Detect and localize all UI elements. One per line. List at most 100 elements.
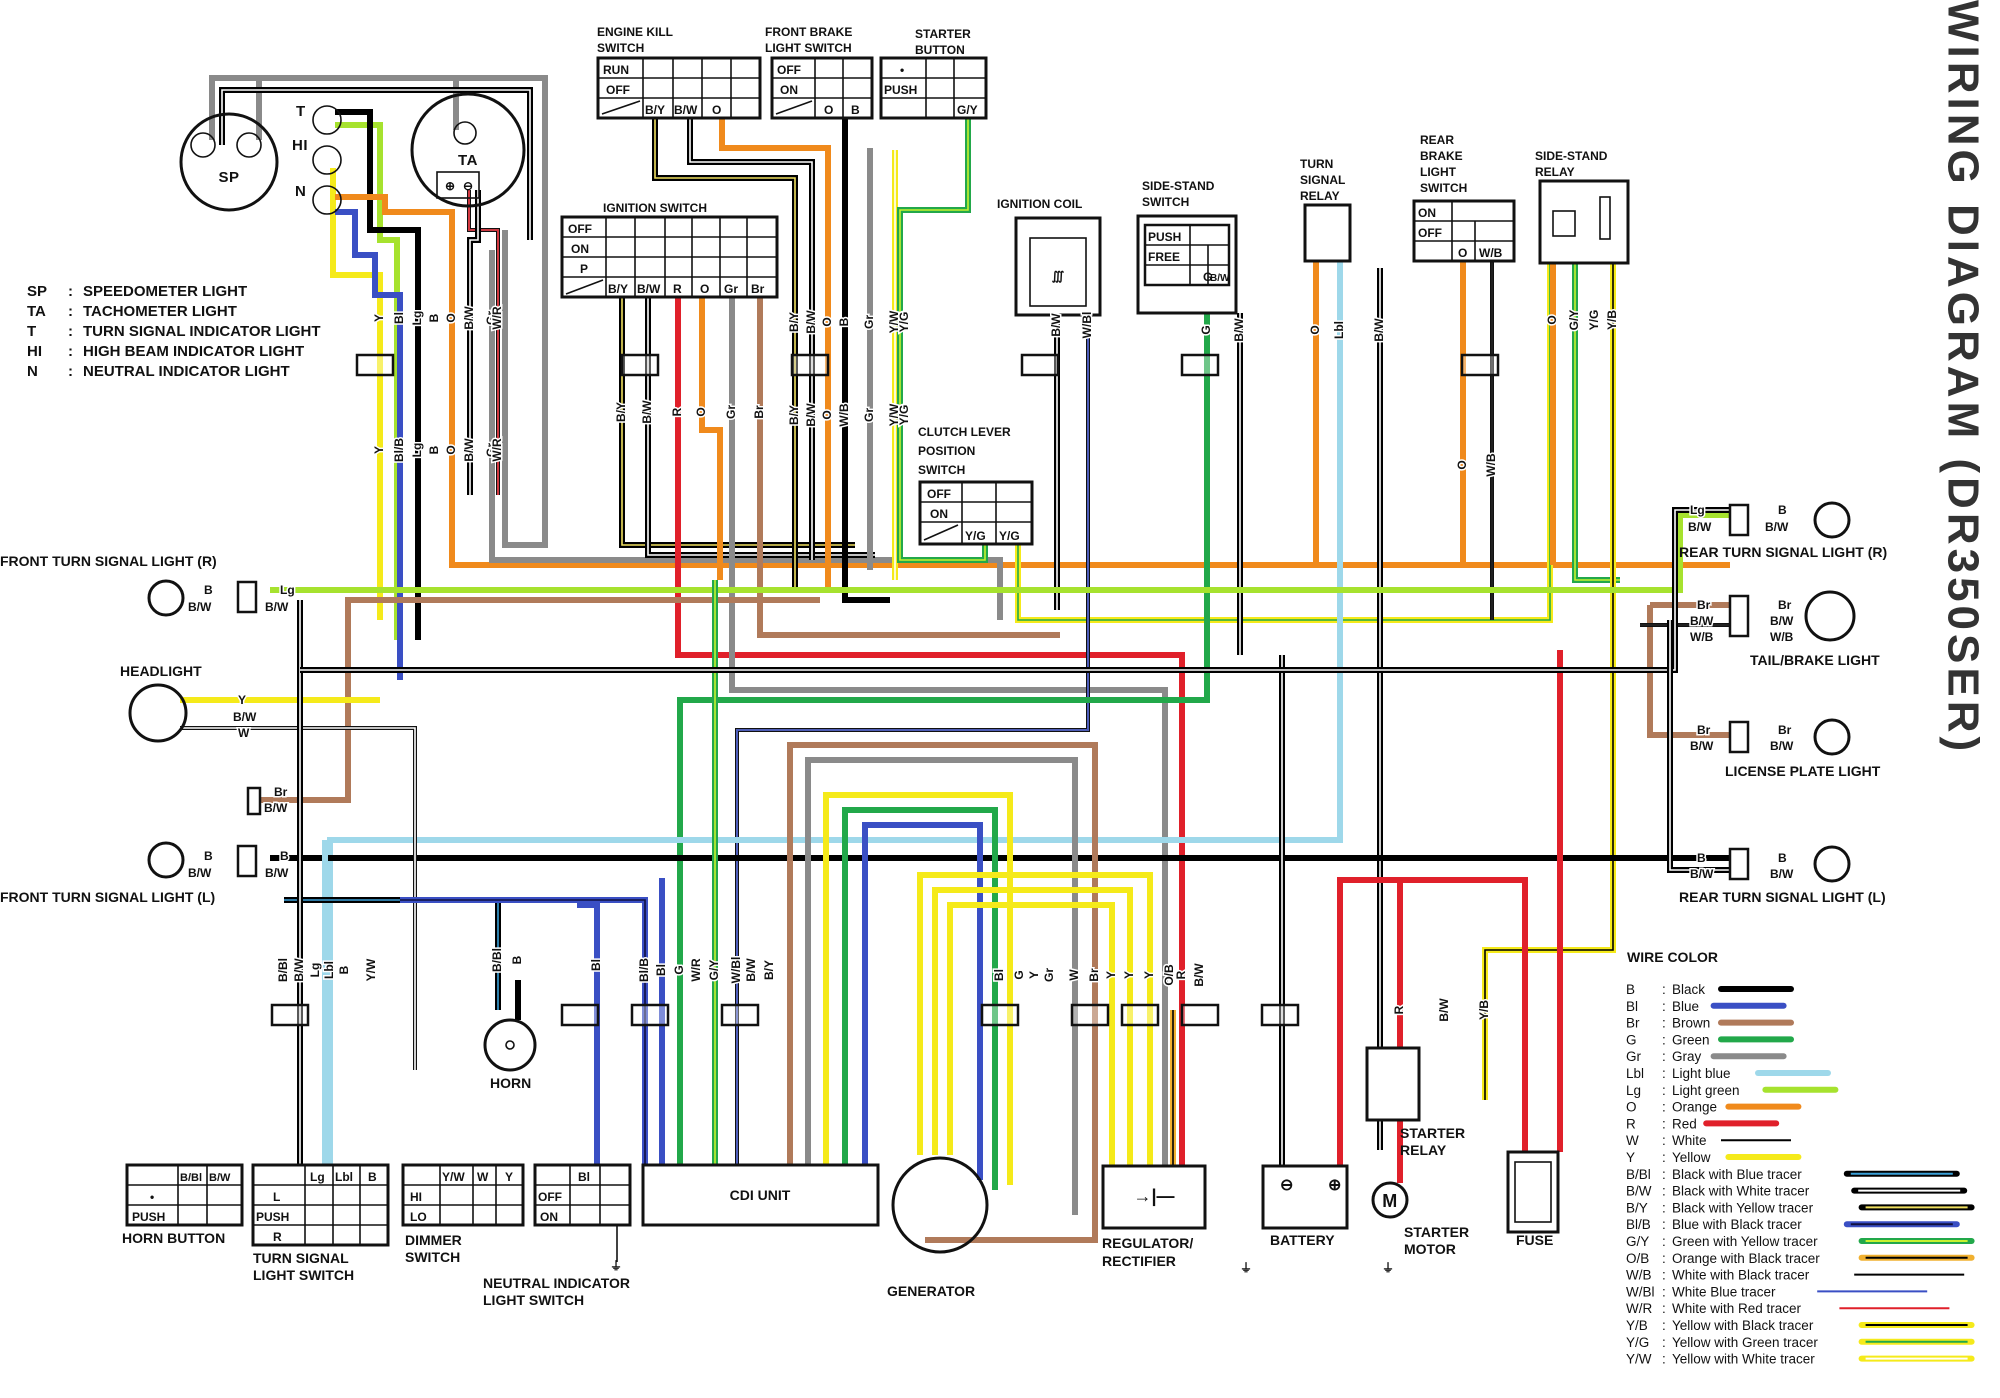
- legend-colon: :: [1662, 982, 1666, 997]
- wire-tag: B/W: [188, 600, 212, 614]
- front-brake-title: FRONT BRAKE: [765, 25, 852, 39]
- row-label: P: [580, 262, 588, 276]
- wire-tag: O: [820, 410, 834, 419]
- wire-tag: G/Y: [1567, 310, 1581, 331]
- bulb-icon: [147, 579, 185, 617]
- legend-item: Gr:Gray: [1626, 1049, 1787, 1064]
- cdi-label: CDI UNIT: [730, 1187, 791, 1203]
- wire-tag: Gr: [1042, 968, 1056, 982]
- wire-g: [842, 807, 998, 1190]
- legend-colon: :: [1662, 1100, 1666, 1115]
- wire-tag: B: [427, 445, 441, 454]
- clutch-title: CLUTCH LEVER: [918, 425, 1011, 439]
- rear-brake-title2: BRAKE: [1420, 149, 1463, 163]
- wire-tag: Y/G: [1587, 310, 1601, 331]
- wire-tag: Y: [1122, 971, 1136, 979]
- dimmer-switch: Y/W W Y HI LO DIMMER SWITCH: [401, 1163, 525, 1265]
- ignition-switch: IGNITION SWITCH OFF ON P B/Y B/W R O Gr …: [560, 201, 779, 299]
- abbr-colon: :: [68, 303, 73, 320]
- wire-tag: W/B: [837, 403, 851, 427]
- relay-title2: SIGNAL: [1300, 173, 1345, 187]
- ta-terminal-block: [436, 171, 480, 199]
- wire-tag: B: [204, 583, 213, 597]
- wire-tag: W/R: [689, 958, 703, 982]
- row-label: FREE: [1148, 250, 1180, 264]
- wire-tag: B/W: [1690, 739, 1714, 753]
- ta-label: TA: [458, 152, 478, 169]
- legend-name: Black with White tracer: [1672, 1184, 1810, 1199]
- wire-tag: B/W: [804, 310, 818, 334]
- legend-item: W/Bl:White Blue tracer: [1626, 1284, 1928, 1299]
- wire-bl: [862, 822, 983, 1180]
- wire-tag: Lg: [410, 443, 424, 458]
- connector: [236, 580, 258, 614]
- bulb-icon: [1813, 845, 1851, 883]
- wire-b: [842, 118, 890, 603]
- abbr-colon: :: [68, 343, 73, 360]
- clutch-title2: POSITION: [918, 444, 975, 458]
- harness-connector: [790, 353, 830, 377]
- wire-y: [330, 168, 383, 620]
- wire-tag: Bl/B: [392, 438, 406, 462]
- wire-code: B/W: [674, 103, 698, 117]
- row-label: PUSH: [132, 1210, 165, 1224]
- ignition-coil: IGNITION COIL ∭: [997, 197, 1102, 317]
- legend-item: W:White: [1626, 1133, 1791, 1148]
- wire-tag: Y/W: [364, 958, 378, 981]
- wire-tag: B/W: [1690, 867, 1714, 881]
- wire-tag: Br: [1697, 723, 1711, 737]
- wire-tag: Y: [372, 446, 386, 454]
- wire-tag: B: [837, 317, 851, 326]
- row-label: ON: [930, 507, 948, 521]
- wire-code: Y/G: [965, 529, 986, 543]
- wire-code: R: [673, 282, 682, 296]
- wire-tag: W: [238, 726, 250, 740]
- clutch-lever-position-switch: CLUTCH LEVER POSITION SWITCH OFF ON Y/G …: [918, 425, 1034, 546]
- abbr-meaning: SPEEDOMETER LIGHT: [83, 283, 247, 300]
- legend-colon: :: [1662, 1352, 1666, 1367]
- legend-code: W: [1626, 1133, 1639, 1148]
- wire-tag: W/R: [490, 438, 504, 462]
- abbr-meaning: TACHOMETER LIGHT: [83, 303, 237, 320]
- wire-tag: Y: [1027, 971, 1041, 979]
- speedometer-gauge: [179, 112, 279, 212]
- harness-connector: [355, 353, 395, 377]
- neutral-indicator-light-switch: Bl OFF ON ⏚ NEUTRAL INDICATOR LIGHT SWIT…: [483, 1163, 632, 1308]
- legend-item: G:Green: [1626, 1032, 1794, 1047]
- wire-tag: B: [510, 955, 524, 964]
- row-label: PUSH: [1148, 230, 1181, 244]
- wire-tag: Bl: [992, 969, 1006, 981]
- legend-colon: :: [1662, 1066, 1666, 1081]
- legend-name: Green: [1672, 1032, 1710, 1047]
- side-stand-relay: SIDE-STAND RELAY: [1535, 149, 1630, 265]
- starter-relay-label2: RELAY: [1400, 1142, 1447, 1158]
- legend-colon: :: [1662, 1234, 1666, 1249]
- diode-icon: →|—: [1133, 1186, 1174, 1206]
- wire-tag: Br: [752, 405, 766, 419]
- legend-code: O/B: [1626, 1251, 1649, 1266]
- wire-code: B: [368, 1170, 377, 1184]
- wire-tag: B: [1778, 503, 1787, 517]
- wire-tag: Gr: [724, 405, 738, 419]
- wire-code: O: [1458, 246, 1467, 260]
- legend-code: Lg: [1626, 1083, 1641, 1098]
- legend-item: W/B:White with Black tracer: [1626, 1268, 1965, 1283]
- wire-tag: B/Bl: [276, 958, 290, 982]
- harness-connector: [1180, 1003, 1220, 1027]
- wire-tag: B/W: [1372, 318, 1386, 342]
- headlight-label: HEADLIGHT: [120, 663, 202, 679]
- legend-name: White with Red tracer: [1672, 1301, 1802, 1316]
- minus-icon: ⊖: [463, 179, 473, 193]
- regulator-rectifier: →|— REGULATOR/ RECTIFIER: [1101, 1164, 1207, 1269]
- legend-colon: :: [1662, 1184, 1666, 1199]
- horn: HORN: [483, 1018, 537, 1091]
- wire-tag: Br: [274, 785, 288, 799]
- legend-colon: :: [1662, 1049, 1666, 1064]
- legend-item: Y:Yellow: [1626, 1150, 1802, 1165]
- front-turn-l-label: FRONT TURN SIGNAL LIGHT (L): [0, 889, 215, 905]
- row-label: OFF: [777, 63, 801, 77]
- wire-b-bl: [284, 897, 501, 1010]
- diagram-title: WIRING DIAGRAM (DR350SER): [1938, 0, 1987, 755]
- abbr-colon: :: [68, 363, 73, 380]
- wire-br: [1647, 605, 1730, 738]
